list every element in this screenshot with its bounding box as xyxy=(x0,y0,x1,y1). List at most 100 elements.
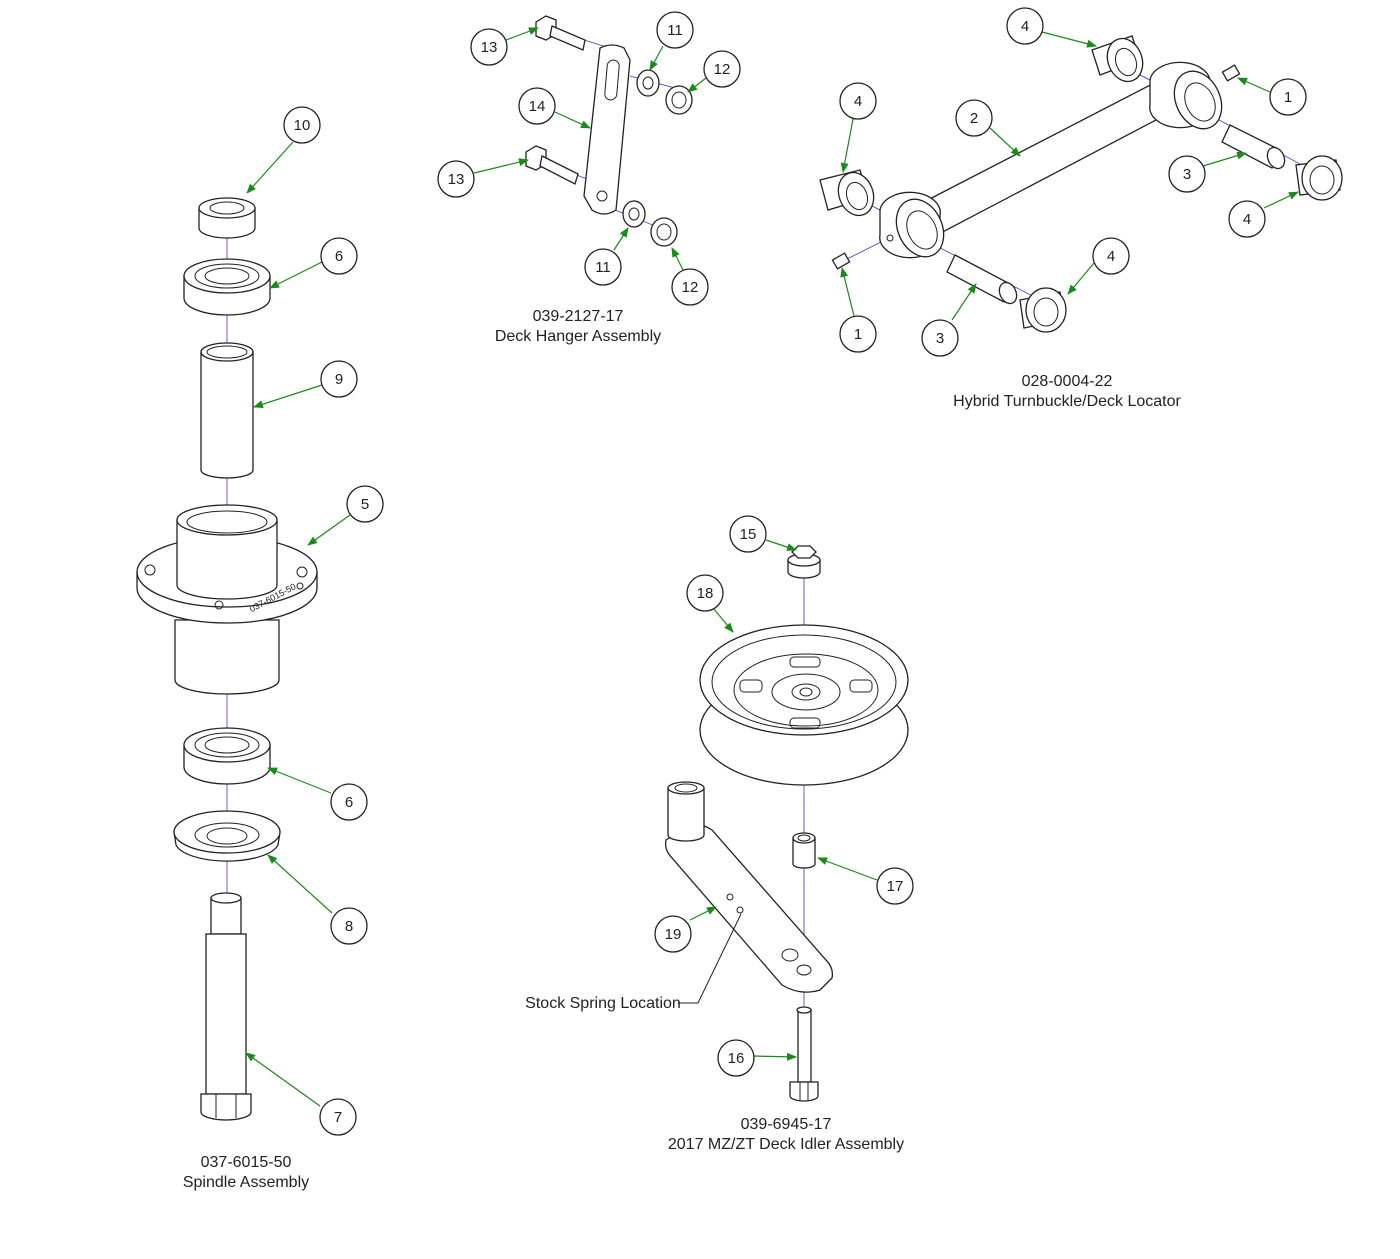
spindle-assembly: 037-6015-50 xyxy=(136,197,318,1121)
svg-text:6: 6 xyxy=(335,248,343,265)
part-4-bushing-b xyxy=(819,169,875,217)
callout-19[interactable]: 19 xyxy=(654,915,692,953)
idler-assembly xyxy=(664,545,909,1102)
part-3-spacer-b xyxy=(946,254,1018,305)
callout-4[interactable]: 4 xyxy=(1228,200,1266,238)
callout-18[interactable]: 18 xyxy=(686,574,724,612)
svg-text:12: 12 xyxy=(682,279,699,296)
captions: 039-2127-17 Deck Hanger Assembly 028-000… xyxy=(183,308,1182,1191)
part-4-bushing-d xyxy=(1019,287,1067,333)
callout-4[interactable]: 4 xyxy=(1092,237,1130,275)
part-16-bolt xyxy=(789,1006,819,1102)
part-1-grease-fitting-b xyxy=(831,252,851,270)
part-1-grease-fitting-a xyxy=(1221,64,1241,82)
leader-lines xyxy=(245,27,1299,1107)
callout-1[interactable]: 1 xyxy=(839,315,877,353)
svg-text:13: 13 xyxy=(481,39,498,56)
callout-13[interactable]: 13 xyxy=(437,160,475,198)
svg-text:13: 13 xyxy=(448,171,465,188)
svg-text:4: 4 xyxy=(854,93,862,110)
part-5-housing: 037-6015-50 xyxy=(136,504,318,695)
callout-7[interactable]: 7 xyxy=(319,1098,357,1136)
part-14-hanger-arm xyxy=(583,44,631,215)
callout-4[interactable]: 4 xyxy=(839,82,877,120)
part-4-bushing-c xyxy=(1295,155,1343,201)
svg-text:11: 11 xyxy=(595,259,611,276)
idler-name: 2017 MZ/ZT Deck Idler Assembly xyxy=(668,1136,904,1153)
callout-6[interactable]: 6 xyxy=(320,237,358,275)
turnbuckle-name: Hybrid Turnbuckle/Deck Locator xyxy=(953,393,1181,410)
part-12-flange-nut-top xyxy=(665,85,693,115)
svg-text:15: 15 xyxy=(740,526,757,543)
svg-text:10: 10 xyxy=(294,117,311,134)
part-18-pulley xyxy=(699,624,909,786)
deck-hanger-part-number: 039-2127-17 xyxy=(533,308,624,325)
turnbuckle-assembly xyxy=(819,35,1343,333)
turnbuckle-part-number: 028-0004-22 xyxy=(1022,373,1113,390)
part-13-bolt-bottom xyxy=(525,145,579,185)
part-10-spacer xyxy=(198,197,256,239)
svg-text:3: 3 xyxy=(936,330,944,347)
svg-text:9: 9 xyxy=(335,371,343,388)
part-6-bearing-bottom xyxy=(183,727,271,785)
svg-text:19: 19 xyxy=(665,926,682,943)
part-4-bushing-a xyxy=(1091,35,1144,83)
spindle-name: Spindle Assembly xyxy=(183,1174,309,1191)
part-3-spacer-a xyxy=(1221,124,1286,170)
svg-text:1: 1 xyxy=(854,326,862,343)
svg-text:11: 11 xyxy=(667,22,683,39)
callouts: 10 6 9 5 6 8 7 13 14 11 12 13 11 12 4 4 … xyxy=(283,7,1307,1136)
part-7-shaft xyxy=(200,892,252,1121)
callout-13[interactable]: 13 xyxy=(470,28,508,66)
svg-text:1: 1 xyxy=(1284,89,1292,106)
callout-10[interactable]: 10 xyxy=(283,106,321,144)
part-17-bushing xyxy=(792,832,816,869)
svg-text:4: 4 xyxy=(1243,211,1251,228)
svg-text:4: 4 xyxy=(1021,18,1029,35)
stock-spring-location-label: Stock Spring Location xyxy=(525,995,681,1012)
callout-2[interactable]: 2 xyxy=(955,99,993,137)
callout-15[interactable]: 15 xyxy=(729,515,767,553)
callout-4[interactable]: 4 xyxy=(1006,7,1044,45)
part-8-seal xyxy=(173,810,281,862)
svg-text:2: 2 xyxy=(970,110,978,127)
svg-text:18: 18 xyxy=(697,585,714,602)
svg-text:3: 3 xyxy=(1183,166,1191,183)
svg-text:16: 16 xyxy=(728,1050,745,1067)
svg-text:8: 8 xyxy=(345,918,353,935)
callout-6[interactable]: 6 xyxy=(330,783,368,821)
svg-text:14: 14 xyxy=(529,98,546,115)
part-9-tube xyxy=(200,342,254,479)
part-2-turnbuckle-body xyxy=(879,61,1223,259)
svg-text:5: 5 xyxy=(361,496,369,513)
svg-text:17: 17 xyxy=(887,878,904,895)
part-13-bolt-top xyxy=(535,15,586,51)
part-11-nut-bottom xyxy=(622,200,646,228)
callout-3[interactable]: 3 xyxy=(1168,155,1206,193)
svg-text:4: 4 xyxy=(1107,248,1115,265)
callout-12[interactable]: 12 xyxy=(671,268,709,306)
part-15-nut xyxy=(787,545,821,579)
callout-8[interactable]: 8 xyxy=(330,907,368,945)
part-6-bearing-top xyxy=(183,258,271,316)
svg-text:7: 7 xyxy=(334,1109,342,1126)
callout-16[interactable]: 16 xyxy=(717,1039,755,1077)
callout-11[interactable]: 11 xyxy=(584,248,622,286)
callout-12[interactable]: 12 xyxy=(703,50,741,88)
part-19-idler-arm xyxy=(664,781,834,993)
part-12-flange-nut-bottom xyxy=(650,217,678,247)
idler-part-number: 039-6945-17 xyxy=(741,1116,832,1133)
callout-9[interactable]: 9 xyxy=(320,360,358,398)
callout-17[interactable]: 17 xyxy=(876,867,914,905)
svg-text:12: 12 xyxy=(714,61,731,78)
deck-hanger-assembly xyxy=(525,15,693,247)
svg-text:6: 6 xyxy=(345,794,353,811)
part-11-nut-top xyxy=(636,69,660,97)
callout-11[interactable]: 11 xyxy=(656,11,694,49)
callout-5[interactable]: 5 xyxy=(346,485,384,523)
callout-3[interactable]: 3 xyxy=(921,319,959,357)
spindle-part-number: 037-6015-50 xyxy=(201,1154,292,1171)
callout-1[interactable]: 1 xyxy=(1269,78,1307,116)
callout-14[interactable]: 14 xyxy=(518,87,556,125)
